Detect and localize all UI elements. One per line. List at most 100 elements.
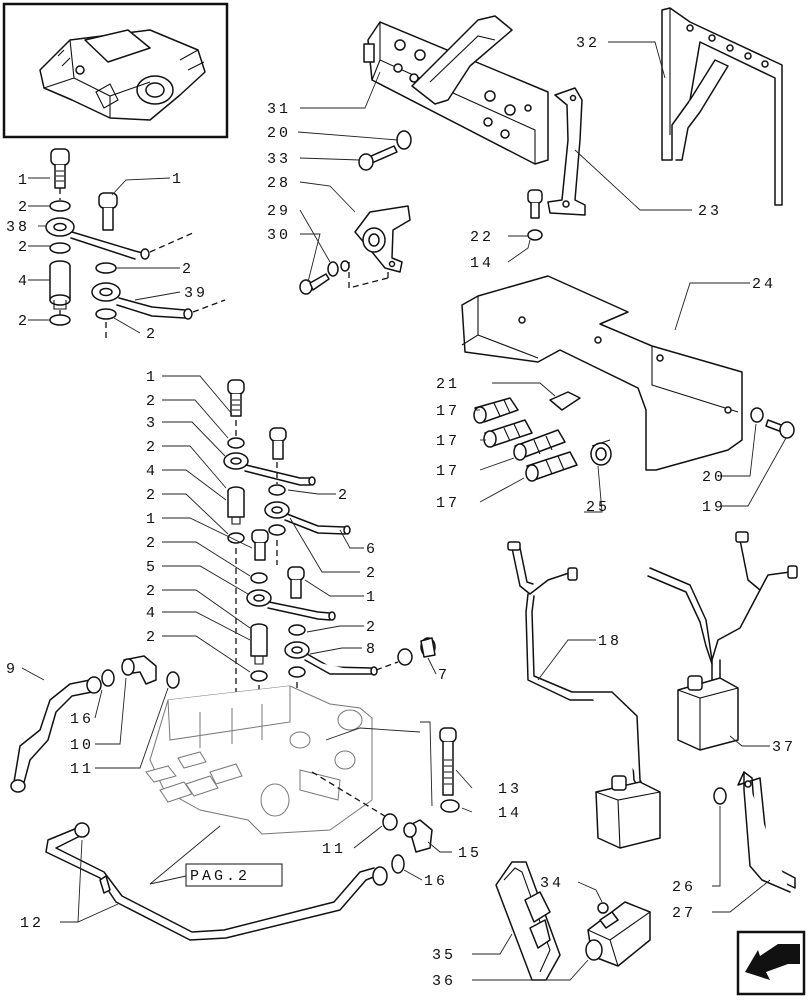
callout-label: 31 — [267, 101, 291, 118]
callout-label: 2 — [146, 487, 158, 504]
washer-part-2 — [288, 666, 306, 678]
bolt-part-19 — [765, 419, 795, 439]
callout-label: 9 — [6, 661, 18, 678]
callout-label: 26 — [672, 879, 696, 896]
bracket-part-27 — [737, 771, 796, 893]
coupling-part-17 — [513, 429, 566, 461]
callout-label: 2 — [146, 583, 158, 600]
reservoir-hose-part-18 — [507, 541, 661, 849]
spacer-part-4 — [227, 486, 245, 525]
connector-group-17 — [473, 391, 612, 482]
callout-label: 2 — [182, 261, 194, 278]
bolt-part-33 — [358, 145, 398, 171]
callout-label: 18 — [598, 633, 622, 650]
top-left-pipe-cluster — [45, 148, 226, 340]
callout-label: 4 — [18, 273, 30, 290]
bracket-part-23 — [547, 87, 586, 216]
callout-label: 6 — [366, 541, 378, 558]
callout-label: 16 — [424, 873, 448, 890]
callout-label: 28 — [267, 175, 291, 192]
banjo-fitting-part-39 — [91, 282, 226, 320]
banjo-fitting-part-5 — [246, 589, 336, 621]
thumbnail-panel — [2, 2, 229, 139]
callout-label: 14 — [498, 805, 522, 822]
coupling-part-17 — [473, 397, 519, 424]
banjo-fitting-part-6 — [264, 501, 351, 535]
callout-label: 17 — [436, 433, 460, 450]
callout-label: 10 — [70, 737, 94, 754]
washer-part-2 — [49, 242, 71, 254]
washer-part-20 — [750, 407, 764, 423]
page-reference-label: PAG.2 — [190, 868, 250, 885]
callout-label: 7 — [438, 667, 450, 684]
cover-part-24 — [461, 275, 743, 471]
callout-label: 8 — [366, 641, 378, 658]
bolt-part-30 — [299, 273, 330, 295]
spacer-part-4 — [49, 260, 71, 310]
callout-label: 22 — [470, 229, 494, 246]
callout-label: 20 — [702, 469, 726, 486]
callout-label: 2 — [18, 239, 30, 256]
callout-label: 14 — [470, 255, 494, 272]
callout-label: 13 — [498, 781, 522, 798]
coupling-part-17 — [525, 451, 578, 482]
callout-label: 2 — [146, 439, 158, 456]
control-valve-assembly — [145, 685, 373, 835]
callout-label: 12 — [20, 915, 44, 932]
coupling-part-17 — [483, 419, 533, 448]
cap-part-21 — [549, 391, 581, 411]
washer-part-2 — [288, 624, 306, 636]
spacer-part-4 — [250, 623, 268, 665]
sensor-part-36 — [585, 901, 651, 967]
callout-label: 37 — [772, 739, 796, 756]
callout-label: 33 — [267, 151, 291, 168]
callout-label: 17 — [436, 403, 460, 420]
bolt-part-1 — [251, 529, 269, 561]
banjo-fitting-part-3 — [223, 452, 316, 486]
banjo-fitting-part-38 — [45, 217, 196, 260]
washer-part-2 — [49, 200, 71, 212]
callout-label: 15 — [458, 845, 482, 862]
callout-label: 38 — [6, 219, 30, 236]
washer-part-34 — [597, 902, 609, 914]
callout-label: 5 — [146, 559, 158, 576]
callout-label: 30 — [267, 227, 291, 244]
bolt-part-1 — [50, 148, 70, 189]
fastener-group-center — [299, 130, 412, 295]
callout-label: 2 — [146, 629, 158, 646]
bolt-part-1 — [269, 427, 287, 460]
bracket-part-32 — [661, 7, 783, 206]
washer-part-2 — [227, 532, 245, 544]
washer-part-14 — [527, 229, 543, 241]
callout-label: 2 — [146, 535, 158, 552]
washer-part-2 — [95, 262, 117, 274]
washer-part-2 — [95, 308, 117, 320]
callout-label: 32 — [576, 35, 600, 52]
bracket-part-31 — [363, 15, 549, 165]
callout-label: 17 — [436, 463, 460, 480]
callout-label: 2 — [146, 326, 158, 343]
callout-label: 20 — [267, 125, 291, 142]
callout-label: 2 — [146, 393, 158, 410]
o-ring-part-11 — [166, 671, 180, 689]
callout-label: 1 — [18, 172, 30, 189]
callout-label: 35 — [432, 947, 456, 964]
callout-label: 1 — [172, 171, 184, 188]
washer-part-26 — [713, 787, 727, 805]
callout-label: 1 — [146, 511, 158, 528]
callout-label: 11 — [322, 841, 346, 858]
callout-label: 4 — [146, 605, 158, 622]
elbow-part-10 — [121, 655, 157, 685]
o-ring-part-11 — [382, 813, 398, 831]
washer-part-2 — [250, 670, 268, 682]
next-page-arrow-icon[interactable] — [736, 930, 806, 996]
callout-label: 4 — [146, 463, 158, 480]
callout-label: 16 — [70, 711, 94, 728]
washer-part-2 — [268, 524, 286, 536]
callout-label: 39 — [184, 285, 208, 302]
clamp-part-28 — [354, 205, 411, 273]
callout-label: 3 — [146, 415, 158, 432]
callout-label: 1 — [366, 589, 378, 606]
callout-label: 29 — [267, 203, 291, 220]
